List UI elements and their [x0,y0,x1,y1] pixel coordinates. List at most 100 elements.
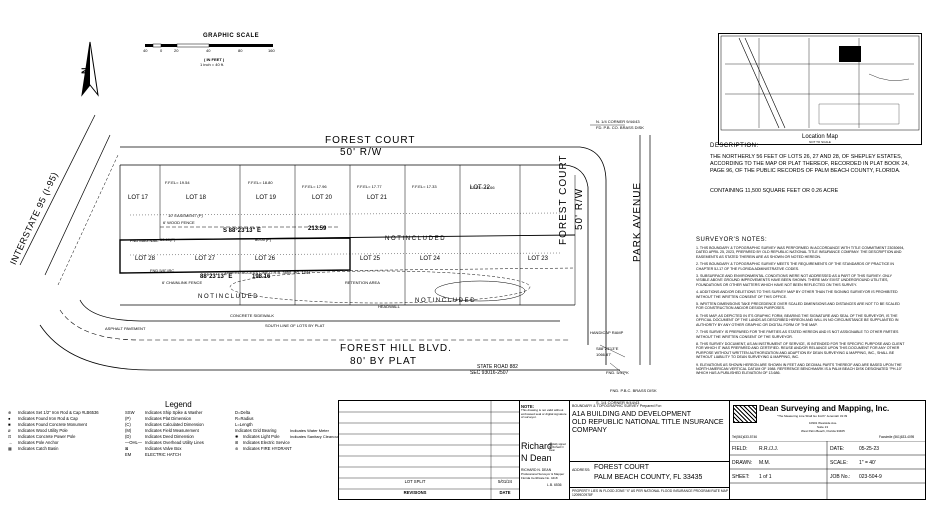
sanitary-cleanout-text: Indicates Sanitary Cleanout [290,434,339,439]
legend-text: Indicates Valve Box [145,446,182,451]
legend-code: (M) [125,428,132,433]
location-map-subtitle: NOT TO SCALE [809,140,831,144]
legend-row: (P)Indicates Plat Dimension [125,416,230,422]
dist-b-label: 80.00'(P) [255,237,272,242]
south-distance: 198.16 [252,274,271,280]
revision-date: 5/01/24 [498,479,512,484]
legend-row: R=Radius [235,416,325,422]
field-label: FIELD: [732,446,748,452]
retention-area-outline [229,270,531,304]
job-label: JOB No.: [830,474,851,480]
legend-title: Legend [165,400,192,409]
forest-court-top-rw: 50' R/W [340,147,383,158]
fnd-mag-label: FND MAG NAIL [130,238,159,243]
easement-label: 10' EASEMENT (P) [168,213,203,218]
client-divider-2 [569,487,729,488]
forest-court-top-label: FOREST COURT [325,135,416,146]
legend-code: SSW [125,410,135,415]
lot-label: LOT 17 [128,195,148,201]
retention-label: RETENTION AREA [345,280,380,285]
legend-text: Indicates Overhead Utility Lines [145,440,204,445]
lot-label: LOT 18 [186,195,206,201]
grid-bearing-text: Indicates Grid Bearing [235,428,277,433]
note-item: 7. THIS SURVEY IS PREPARED FOR THE PARTI… [696,330,899,339]
se-dist-label: 1066.87' [596,352,612,357]
legend-row: ▦Indicates Catch Basin [8,446,123,452]
legend-row: —OHL—Indicates Overhead Utility Lines [125,440,230,446]
scale-tick: 40 [143,48,148,53]
concrete-sidewalk-label: CONCRETE SIDEWALK [230,313,275,318]
handicap-ramp-label: HANDICAP RAMP [590,330,624,335]
signature-panel: NOTE: This drawing is not valid without … [519,401,570,499]
note-label: NOTE: [521,404,535,409]
se-corner-label: S. 1/4 CORNER 9/44/43 [596,400,640,405]
client-divider [569,461,729,462]
description-area: CONTAINING 11,500 SQUARE FEET OR 0.26 AC… [710,188,839,194]
client-line-2: OLD REPUBLIC NATIONAL TITLE INSURANCE [572,419,724,426]
leader-line [599,344,626,358]
lot-label: LOT 20 [312,195,332,201]
company-name: Dean Surveying and Mapping, Inc. [759,404,890,413]
legend-text: Indicates Light Pole [243,434,280,439]
note-text: This drawing is not valid without emboss… [521,409,567,420]
revision-grid [339,401,519,499]
se-fnd-label: FND. 5/4"PK [606,370,629,375]
legend-text: Indicates Concrete Power Pole [18,434,76,439]
legend-row: ⊞Indicates Electric Service [235,440,325,446]
lot-label: LOT 25 [360,256,380,262]
ffel-label: F.F.EL= 17.77 [357,184,382,189]
note-item: 9. ELEVATIONS AS SHOWN HEREON ARE SHOWN … [696,362,902,376]
job-value: 023-504-9 [859,474,882,480]
iron-rod-icon: ⊕ [8,410,12,415]
graphic-scale-unit: ( IN FEET ) [204,57,225,62]
note-item: 3. SUBSURFACE AND ENVIRONMENTAL CONDITIO… [696,274,892,287]
company-panel: Dean Surveying and Mapping, Inc. "The Me… [729,401,925,499]
legend-row: Indicates Grid Bearing [235,428,325,434]
scale-tick: 0 [160,48,163,53]
state-road-label: STATE ROAD 882 [477,364,518,370]
lot-label: LOT 22 [470,185,490,191]
leader-line [609,362,626,376]
sheet-label: SHEET: [732,474,750,480]
wood-pole-icon: ø [8,428,11,433]
location-map: Location Map NOT TO SCALE [718,33,922,145]
legend-row: D=Delta [235,410,325,416]
found-iron-icon: ● [8,416,11,421]
title-block: LOT SPLIT 5/01/24 REVISIONS DATE NOTE: T… [338,400,926,500]
legend-right-column: D=Delta R=Radius L=Length Indicates Grid… [235,410,325,452]
address-line-2: PALM BEACH COUNTY, FL 33435 [594,474,703,481]
legend-row: ■Indicates Found Concrete Monument [8,422,123,428]
company-info-grid [729,441,925,499]
description-heading: DESCRIPTION: [710,143,759,149]
legend-row: L=Length [235,422,325,428]
fire-hydrant-icon: ⊛ [235,446,239,451]
ne-disk-label: FD. P.B. CO. BRASS DISK [596,125,644,130]
limited-access-line [119,267,576,274]
ffel-label: F.F.EL= 18.80 [248,180,273,185]
company-address-1: 10901 Westside Ave. [809,421,838,425]
company-address-2: Suite 13 [817,425,829,429]
svg-text:N: N [80,68,90,75]
scale-tick: 160 [268,48,275,53]
survey-plan [19,114,651,376]
sheet-value: 1 of 1 [759,474,772,480]
legend-code: —OHL— [125,440,142,445]
legend-row: ⊠Indicates Valve Box [125,446,230,452]
asphalt-label: ASPHALT PAVEMENT [105,326,146,331]
wood-fence-label: 6' WOOD FENCE [163,220,195,225]
company-fax: Facsimile (561)633-4095 [879,435,915,439]
client-panel: BOUNDARY & TOPOGRAPHIC SURVEY Prepared F… [569,401,730,499]
legend-row: ⊛Indicates FIRE HYDRANT [235,446,325,452]
note-item: 1. THIS BOUNDARY & TOPOGRAPHIC SURVEY WA… [696,246,905,259]
legend-left-column: ⊕Indicates Set 1/2" Iron Rod & Cap #LB65… [8,410,123,452]
not-included-outline [434,280,526,302]
not-included-label: N O T I N C L U D E D [415,298,475,304]
legend-row: ø Indicates Wood Utility Pole [8,428,123,434]
catch-basin-icon: ▦ [8,446,12,451]
ffel-label: F.F.EL= 17.33 [412,184,437,189]
legend-text: Indicates Wood Utility Pole [18,428,68,433]
legend-row: (D)Indicates Deed Dimension [125,434,230,440]
